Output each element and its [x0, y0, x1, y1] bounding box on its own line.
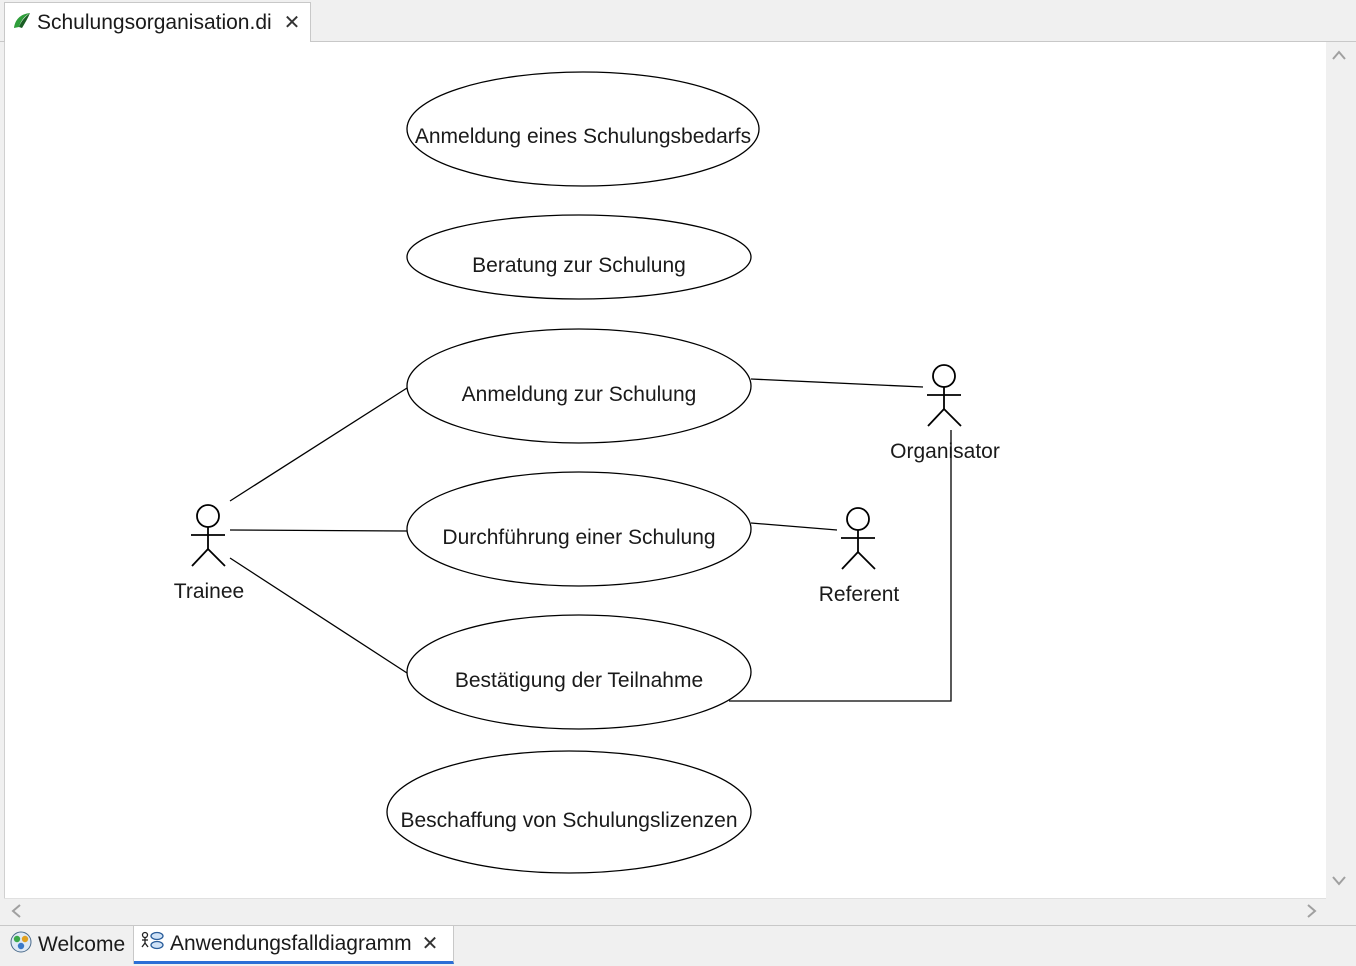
scroll-up-icon[interactable] [1331, 48, 1347, 66]
actor-label: Trainee [174, 580, 244, 603]
tab-welcome[interactable]: Welcome [4, 926, 134, 964]
use-case-beschaffung-lizenzen[interactable]: Beschaffung von Schulungslizenzen [386, 750, 752, 874]
association-organisator-anmeldung[interactable] [750, 378, 924, 388]
close-icon[interactable]: ✕ [421, 932, 439, 955]
diagram-page-tab-bar: Welcome Anwendungsfalldiagramm ✕ [0, 925, 1356, 966]
use-case-anmeldung-schulungsbedarf[interactable]: Anmeldung eines Schulungsbedarfs [406, 71, 760, 187]
papyrus-file-icon [11, 10, 33, 35]
use-case-label: Beratung zur Schulung [472, 254, 686, 277]
tab-anwendungsfalldiagramm[interactable]: Anwendungsfalldiagramm ✕ [134, 926, 454, 964]
use-case-diagram-icon [140, 930, 164, 958]
scroll-right-icon[interactable] [1306, 903, 1318, 924]
use-case-diagram: Anmeldung eines Schulungsbedarfs Beratun… [174, 71, 1000, 874]
scroll-left-icon[interactable] [10, 903, 22, 924]
editor-tab-label: Schulungsorganisation.di [37, 10, 272, 34]
tab-anwendungsfalldiagramm-label: Anwendungsfalldiagramm [170, 931, 412, 955]
scroll-down-icon[interactable] [1331, 874, 1347, 892]
use-case-label: Beschaffung von Schulungslizenzen [400, 809, 737, 832]
use-case-label: Anmeldung zur Schulung [462, 383, 697, 406]
actor-organisator[interactable]: Organisator [890, 364, 1000, 463]
actor-trainee[interactable]: Trainee [174, 504, 244, 603]
association-trainee-bestaetigung[interactable] [229, 557, 408, 674]
use-case-label: Bestätigung der Teilnahme [455, 669, 703, 692]
actor-label: Organisator [890, 440, 1000, 463]
use-case-label: Anmeldung eines Schulungsbedarfs [415, 125, 751, 148]
welcome-icon [10, 931, 32, 959]
use-case-anmeldung-schulung[interactable]: Anmeldung zur Schulung [406, 328, 752, 444]
diagram-canvas[interactable]: Anmeldung eines Schulungsbedarfs Beratun… [4, 42, 1327, 898]
association-trainee-durchfuehrung[interactable] [229, 529, 408, 532]
association-referent-durchfuehrung[interactable] [750, 522, 838, 531]
close-icon[interactable]: ✕ [283, 11, 301, 34]
editor-tab-schulungsorganisation[interactable]: Schulungsorganisation.di ✕ [4, 2, 311, 42]
association-organisator-bestaetigung[interactable] [729, 430, 952, 702]
use-case-bestaetigung-teilnahme[interactable]: Bestätigung der Teilnahme [406, 614, 752, 730]
use-case-durchfuehrung-schulung[interactable]: Durchführung einer Schulung [406, 471, 752, 587]
use-case-beratung-schulung[interactable]: Beratung zur Schulung [406, 214, 752, 300]
association-trainee-anmeldung[interactable] [229, 387, 408, 502]
horizontal-scrollbar[interactable] [4, 898, 1326, 925]
editor-tab-bar: Schulungsorganisation.di ✕ [0, 0, 1356, 42]
use-case-label: Durchführung einer Schulung [442, 526, 715, 549]
tab-welcome-label: Welcome [38, 933, 126, 956]
actor-label: Referent [819, 583, 900, 606]
actor-referent[interactable]: Referent [819, 507, 900, 606]
vertical-scrollbar[interactable] [1326, 42, 1352, 898]
